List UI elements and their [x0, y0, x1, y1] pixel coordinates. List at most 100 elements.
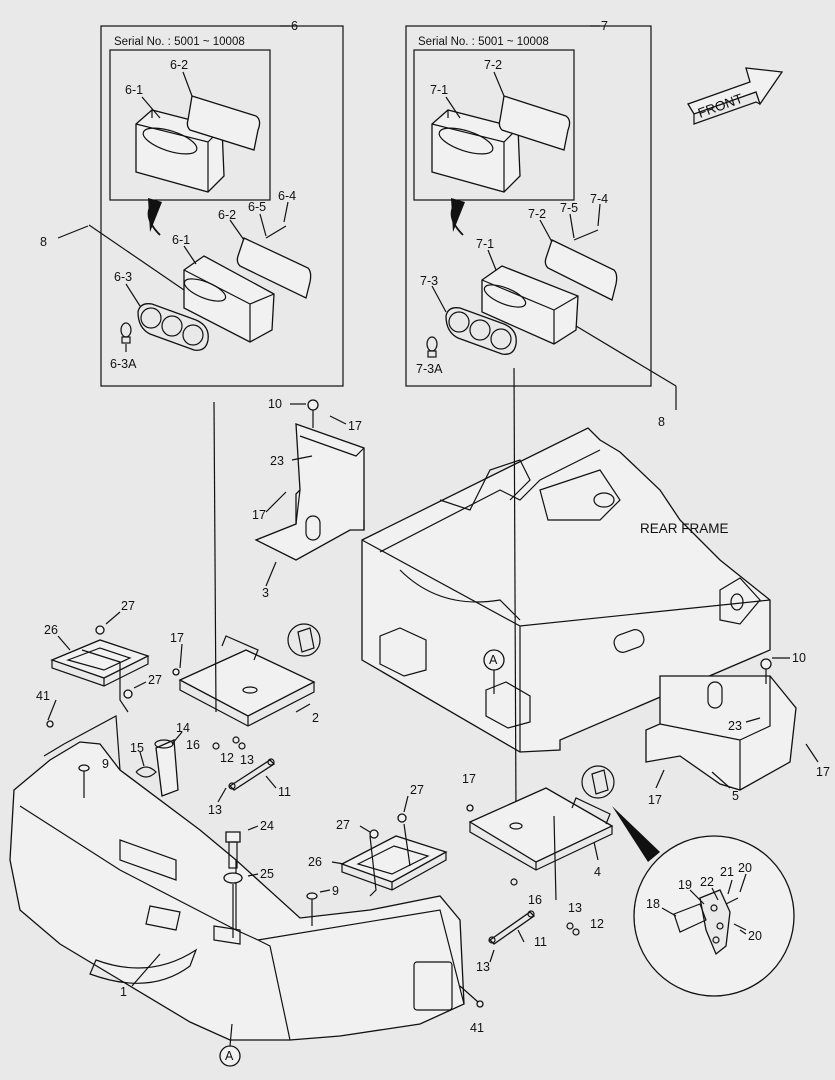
- label-6-5: 6-5: [248, 200, 266, 214]
- label-9-a: 9: [102, 757, 109, 771]
- label-6-3: 6-3: [114, 270, 132, 284]
- lens-plate-7-2-inset: [498, 95, 571, 151]
- tail-lamp-6-3: [137, 303, 209, 351]
- bolt-27-c: [369, 829, 379, 839]
- filler-cap-14: [154, 739, 179, 797]
- hook-detail-right: [581, 765, 615, 799]
- clip-15: [135, 766, 157, 778]
- label-19: 19: [678, 878, 692, 892]
- label-7-3a: 7-3A: [416, 362, 443, 376]
- label-16-a: 16: [186, 738, 200, 752]
- wire-harness-8-left: [88, 224, 185, 291]
- label-17-b: 17: [252, 508, 266, 522]
- label-41-a: 41: [36, 689, 50, 703]
- label-13-d: 13: [476, 960, 490, 974]
- label-27-d: 27: [336, 818, 350, 832]
- serial-group-7-serial: Serial No. : 5001 ~ 10008: [418, 36, 549, 48]
- label-17-d: 17: [462, 772, 476, 786]
- label-12-b: 12: [590, 917, 604, 931]
- serial-group-6-inset: [109, 49, 271, 201]
- rear-frame-label: REAR FRAME: [640, 521, 729, 536]
- label-1: 1: [120, 985, 127, 999]
- serial-group-7-frame: [405, 25, 652, 387]
- label-17-f: 17: [648, 793, 662, 807]
- detail-pointer: [612, 806, 660, 862]
- label-15: 15: [130, 741, 144, 755]
- label-23-top: 23: [270, 454, 284, 468]
- bolt-27-b: [123, 689, 133, 699]
- label-24: 24: [260, 819, 274, 833]
- label-10-top: 10: [268, 397, 282, 411]
- bolt-17-plate2: [172, 668, 180, 676]
- bulb-7-3a: [426, 336, 438, 358]
- mount-plate-2: [178, 635, 316, 727]
- bolt-27-d: [397, 813, 407, 823]
- label-20-a: 20: [738, 861, 752, 875]
- front-direction-arrow: FRONT: [687, 67, 784, 125]
- label-27-c: 27: [410, 783, 424, 797]
- label-7-3: 7-3: [420, 274, 438, 288]
- label-12-a: 12: [220, 751, 234, 765]
- serial-group-7: 7 Serial No. : 5001 ~ 10008: [405, 19, 677, 410]
- label-5: 5: [732, 789, 739, 803]
- serial-group-6: 6 Serial No. : 5001 ~ 10008: [57, 19, 344, 387]
- label-6-3a: 6-3A: [110, 357, 137, 371]
- serial-group-6-serial: Serial No. : 5001 ~ 10008: [114, 36, 245, 48]
- label-4: 4: [594, 865, 601, 879]
- tail-lamp-7-3: [445, 307, 517, 355]
- label-21: 21: [720, 865, 734, 879]
- label-3: 3: [262, 586, 269, 600]
- screw-6-4: [265, 225, 287, 239]
- label-13-c: 13: [568, 901, 582, 915]
- rear-frame: REAR FRAME: [361, 427, 771, 753]
- section-marker-a-bottom-text: A: [225, 1049, 234, 1063]
- section-marker-a-right-text: A: [489, 653, 498, 667]
- bracket-3: [254, 423, 365, 561]
- label-7-4: 7-4: [590, 192, 608, 206]
- label-27-a: 27: [121, 599, 135, 613]
- label-22: 22: [700, 875, 714, 889]
- label-11-b: 11: [534, 935, 547, 949]
- label-13-a: 13: [240, 753, 254, 767]
- label-25: 25: [260, 867, 274, 881]
- label-10-right: 10: [792, 651, 806, 665]
- label-8-left: 8: [40, 235, 47, 249]
- label-17-e: 17: [816, 765, 830, 779]
- wire-drop-left: [213, 401, 217, 713]
- knob-10-right: [760, 658, 772, 670]
- plug-9-upper: [78, 764, 90, 772]
- plug-9-lower: [306, 892, 318, 900]
- step-26-lower: [340, 823, 448, 897]
- label-16-b: 16: [528, 893, 542, 907]
- label-7-1-top: 7-1: [430, 83, 448, 97]
- serial-group-7-inset: [413, 49, 575, 201]
- label-23-right: 23: [728, 719, 742, 733]
- serial-group-7-number: 7: [601, 19, 608, 33]
- label-18: 18: [646, 897, 660, 911]
- step-26-upper: [50, 639, 150, 713]
- label-26-b: 26: [308, 855, 322, 869]
- wire-harness-8-right: [575, 325, 677, 387]
- label-13-b: 13: [208, 803, 222, 817]
- washer-25: [223, 872, 243, 884]
- label-7-5: 7-5: [560, 201, 578, 215]
- label-7-1: 7-1: [476, 237, 494, 251]
- lamp-housing-7-1: [481, 265, 579, 345]
- label-9-b: 9: [332, 884, 339, 898]
- label-2: 2: [312, 711, 319, 725]
- mount-plate-4: [468, 787, 614, 871]
- bulb-6-3a: [120, 322, 132, 344]
- wire-drop-right: [513, 367, 517, 817]
- counterweight-1: [9, 715, 465, 1041]
- lens-plate-6-2: [236, 237, 312, 299]
- hook-detail-left: [287, 623, 321, 657]
- label-6-1: 6-1: [172, 233, 190, 247]
- serial-group-6-frame: [100, 25, 344, 387]
- label-11-a: 11: [278, 785, 291, 799]
- bolt-17-plate4: [466, 804, 474, 812]
- hinge-11-left: [228, 758, 276, 791]
- label-17-c: 17: [170, 631, 184, 645]
- latch-assembly: [673, 889, 747, 956]
